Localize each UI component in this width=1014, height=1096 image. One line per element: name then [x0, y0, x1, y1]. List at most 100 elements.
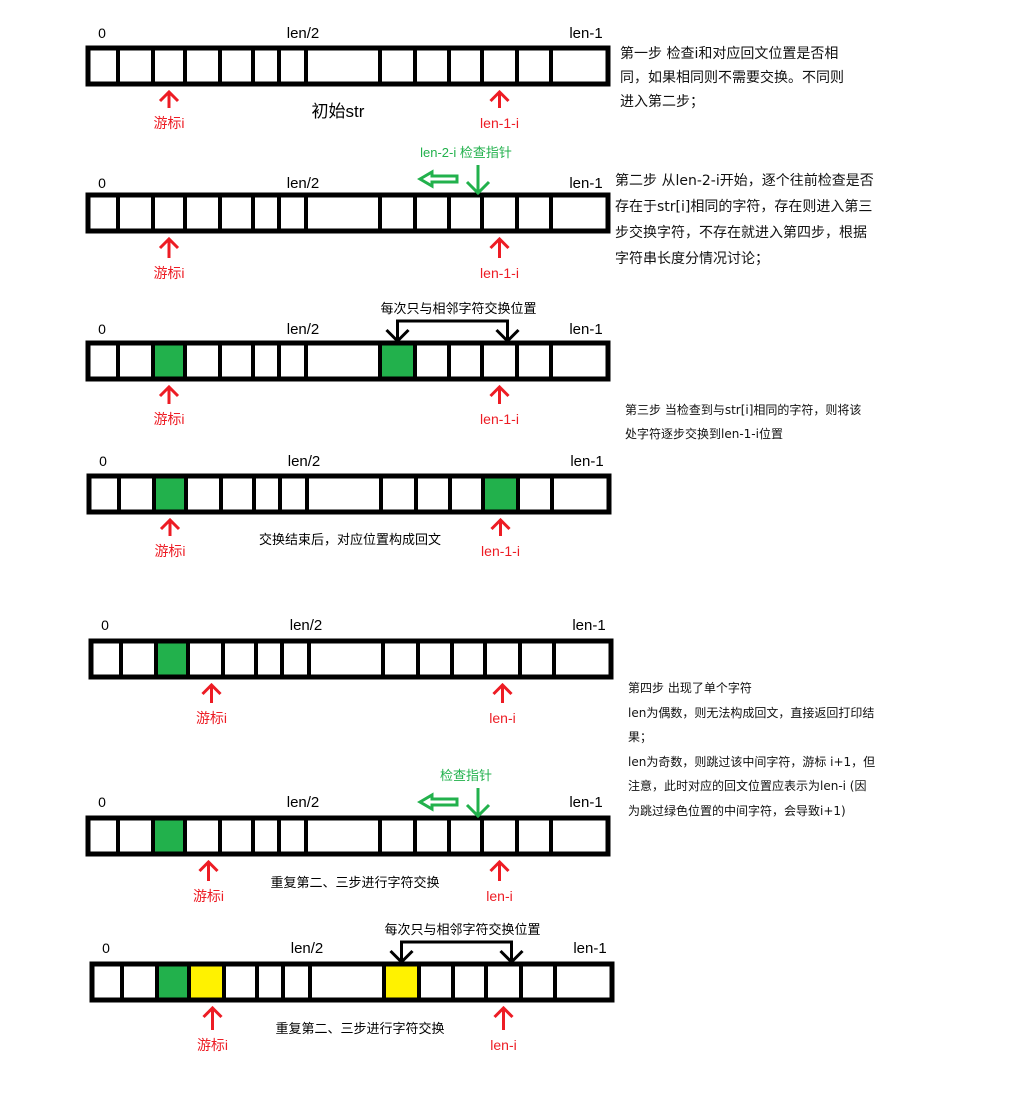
index-label-start: 0 [98, 794, 106, 810]
swap-bracket-arrow-icon [389, 940, 524, 965]
cell [119, 639, 158, 679]
cell [447, 46, 484, 86]
red-up-arrow-icon [158, 384, 180, 404]
cell-green [152, 474, 188, 514]
note-line: 注意，此时对应的回文位置应表示为len-i (因 [628, 779, 867, 793]
cell [221, 639, 258, 679]
cell [515, 341, 553, 381]
array-outline [85, 192, 611, 234]
cell [381, 639, 420, 679]
red-up-arrow-icon [492, 682, 513, 703]
index-label-mid: len/2 [291, 940, 324, 957]
cell-yellow [187, 962, 226, 1002]
cell [378, 46, 417, 86]
bracket-line [400, 940, 513, 962]
cell-green [154, 639, 190, 679]
cell [304, 46, 382, 86]
cell [518, 639, 556, 679]
index-label-start: 0 [101, 617, 109, 633]
arrow-head [489, 236, 510, 250]
cell [515, 193, 553, 233]
index-label-mid: len/2 [290, 617, 323, 634]
note-step3: 第三步 当检查到与str[i]相同的字符，则将该 处字符逐步交换到len-1-i… [625, 398, 861, 446]
cell [280, 639, 311, 679]
cell-green [378, 341, 417, 381]
note-line: 果； [628, 730, 653, 744]
cell [413, 816, 451, 856]
red-up-arrow-icon [489, 89, 510, 108]
index-label-start: 0 [98, 175, 106, 191]
cell [519, 962, 557, 1002]
cell [116, 46, 155, 86]
cell-green [151, 816, 187, 856]
cell [304, 341, 382, 381]
cell [87, 474, 121, 514]
cell [550, 474, 611, 514]
green-left-arrow-icon [417, 169, 459, 189]
cell [183, 816, 222, 856]
pointer-label: len-1-i [480, 411, 519, 427]
arrow-head [489, 89, 510, 103]
swap-label: 每次只与相邻字符交换位置 [380, 301, 536, 316]
array-outline [89, 961, 615, 1003]
arrow-head [489, 859, 510, 873]
row-caption: 重复第二、三步进行字符交换 [275, 1021, 444, 1036]
cell [89, 639, 123, 679]
pointer-label: len-i [490, 1037, 516, 1053]
cell [447, 816, 484, 856]
cell [414, 474, 452, 514]
cell [305, 474, 383, 514]
red-up-arrow-icon [489, 384, 510, 404]
cell [308, 962, 386, 1002]
arrow-head [492, 682, 513, 696]
red-up-arrow-icon [198, 859, 219, 881]
index-label-mid: len/2 [288, 453, 321, 470]
note-line: 字符串长度分情况讨论； [615, 251, 769, 267]
note-line: len为奇数，则跳过该中间字符，游标 i+1，但 [628, 754, 876, 769]
cell [515, 816, 553, 856]
pointer-label: 游标i [153, 265, 184, 281]
green-left-arrow-icon [417, 792, 459, 812]
cell [448, 474, 485, 514]
arrow-head [499, 949, 524, 965]
index-label-end: len-1 [573, 940, 606, 957]
note-line: len为偶数，则无法构成回文，直接返回打印结 [628, 705, 875, 720]
cell [86, 341, 120, 381]
cell [90, 962, 124, 1002]
cell [549, 341, 610, 381]
cell [251, 816, 281, 856]
note-step2: 第二步 从len-2-i开始，逐个往前检查是否 存在于str[i]相同的字符，存… [615, 168, 874, 272]
cell [184, 474, 223, 514]
red-up-arrow-icon [490, 517, 511, 536]
pointer-label: len-1-i [480, 265, 519, 281]
cell [251, 341, 281, 381]
pointer-label: 游标i [154, 543, 185, 559]
cell [277, 816, 308, 856]
cell [183, 46, 222, 86]
arrow-head [389, 949, 414, 965]
cell [251, 193, 281, 233]
cell [515, 46, 553, 86]
cell [151, 46, 187, 86]
arrow-head [495, 328, 520, 344]
cell [277, 193, 308, 233]
cell [254, 639, 284, 679]
array-outline [85, 45, 611, 87]
index-label-end: len-1 [569, 794, 602, 811]
array-outline [88, 638, 614, 680]
check-pointer-label: len-2-i 检查指针 [420, 145, 512, 160]
array-outline [85, 815, 611, 857]
cell [413, 193, 451, 233]
cell [480, 341, 519, 381]
pointer-label: len-1-i [480, 115, 519, 131]
arrow-head [202, 1005, 223, 1019]
note-line: 步交换字符，不存在就进入第四步，根据 [615, 225, 867, 241]
arrow-head [158, 236, 180, 250]
cell [451, 962, 488, 1002]
note-step1: 第一步 检查i和对应回文位置是否相 同，如果相同则不需要交换。不同则 进入第二步… [620, 42, 844, 114]
